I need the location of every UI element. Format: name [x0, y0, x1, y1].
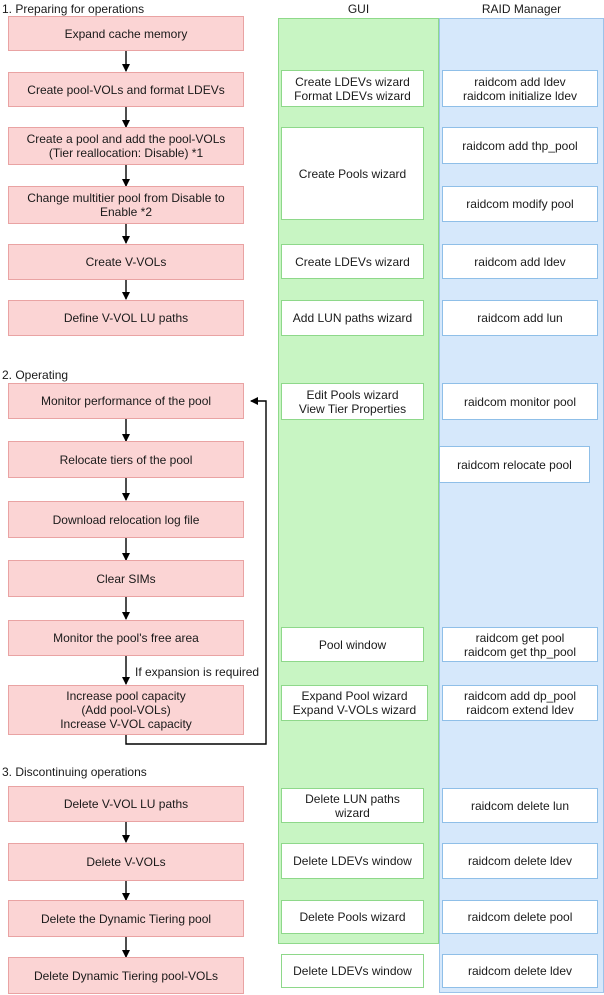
raid-get-pool: raidcom get pool raidcom get thp_pool — [442, 627, 598, 662]
gui-pool-window: Pool window — [281, 627, 424, 662]
raid-add-dp-pool: raidcom add dp_pool raidcom extend ldev — [442, 685, 598, 721]
loop-condition-label: If expansion is required — [135, 665, 260, 679]
step-create-pool-vols: Create pool-VOLs and format LDEVs — [8, 72, 244, 107]
gui-delete-ldevs-2: Delete LDEVs window — [281, 954, 424, 988]
raid-add-initialize-ldev: raidcom add ldev raidcom initialize ldev — [442, 70, 598, 107]
step-delete-v-vols: Delete V-VOLs — [8, 843, 244, 881]
raid-delete-lun: raidcom delete lun — [442, 788, 598, 823]
gui-add-lun-paths: Add LUN paths wizard — [281, 300, 424, 336]
step-create-v-vols: Create V-VOLs — [8, 244, 244, 280]
section-title-preparing: 1. Preparing for operations — [2, 2, 145, 16]
gui-edit-pools: Edit Pools wizard View Tier Properties — [281, 383, 424, 420]
raid-add-lun: raidcom add lun — [442, 300, 598, 336]
step-monitor-free-area: Monitor the pool's free area — [8, 620, 244, 656]
gui-column-header: GUI — [347, 2, 370, 16]
section-title-operating: 2. Operating — [2, 368, 69, 382]
section-title-discontinuing: 3. Discontinuing operations — [2, 765, 147, 779]
raid-monitor-pool: raidcom monitor pool — [442, 383, 598, 420]
gui-expand-pool: Expand Pool wizard Expand V-VOLs wizard — [281, 685, 428, 721]
gui-create-ldevs: Create LDEVs wizard — [281, 244, 424, 279]
step-create-pool: Create a pool and add the pool-VOLs (Tie… — [8, 127, 244, 165]
gui-create-pools: Create Pools wizard — [281, 127, 424, 220]
loop-arrow — [125, 397, 267, 745]
raid-delete-ldev-2: raidcom delete ldev — [442, 954, 598, 988]
raid-add-thp-pool: raidcom add thp_pool — [442, 127, 598, 164]
raid-manager-column-header: RAID Manager — [481, 2, 562, 16]
step-delete-pool-vols: Delete Dynamic Tiering pool-VOLs — [8, 957, 244, 994]
gui-delete-ldevs: Delete LDEVs window — [281, 843, 424, 879]
raid-delete-ldev: raidcom delete ldev — [442, 843, 598, 879]
gui-create-format-ldevs: Create LDEVs wizard Format LDEVs wizard — [281, 70, 424, 107]
raid-manager-column — [439, 18, 604, 993]
raid-add-ldev: raidcom add ldev — [442, 244, 598, 279]
step-increase-capacity: Increase pool capacity (Add pool-VOLs) I… — [8, 685, 244, 735]
gui-delete-pools: Delete Pools wizard — [281, 900, 424, 934]
step-change-multitier: Change multitier pool from Disable to En… — [8, 186, 244, 224]
raid-delete-pool: raidcom delete pool — [442, 900, 598, 934]
raid-modify-pool: raidcom modify pool — [442, 186, 598, 222]
step-monitor-performance: Monitor performance of the pool — [8, 383, 244, 419]
step-define-lu-paths: Define V-VOL LU paths — [8, 300, 244, 336]
raid-relocate-pool: raidcom relocate pool — [439, 446, 590, 483]
step-expand-cache-memory: Expand cache memory — [8, 16, 244, 51]
step-delete-lu-paths: Delete V-VOL LU paths — [8, 786, 244, 822]
step-relocate-tiers: Relocate tiers of the pool — [8, 441, 244, 478]
step-clear-sims: Clear SIMs — [8, 560, 244, 597]
step-delete-pool: Delete the Dynamic Tiering pool — [8, 900, 244, 937]
step-download-log: Download relocation log file — [8, 501, 244, 538]
gui-delete-lun-paths: Delete LUN paths wizard — [281, 788, 424, 823]
